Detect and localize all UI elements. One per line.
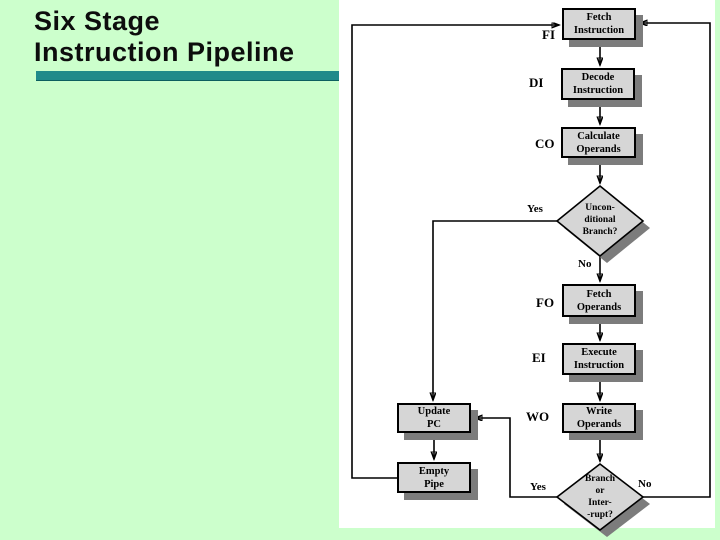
branch-interrupt-no-label: No: [638, 478, 652, 490]
flowchart-panel: [339, 0, 715, 528]
stage-label-fo: FO: [536, 295, 555, 310]
branch-interrupt-diamond-label: Branch or Inter- -rupt?: [584, 474, 616, 520]
box-calculate-operands: Calculate Operands: [561, 127, 636, 158]
loop-branchno-to-fetch: [640, 23, 711, 498]
title-underline-bar: [36, 71, 346, 81]
uncond-branch-diamond: [555, 184, 645, 258]
box-empty-pipe: Empty Pipe: [397, 462, 471, 493]
uncond-branch-diamond-label: Uncon- ditional Branch?: [582, 203, 618, 237]
path-branch-yes-to-updatepc: [475, 418, 557, 498]
branch-interrupt-yes-label: Yes: [530, 481, 546, 493]
box-write-operands: Write Operands: [562, 403, 636, 433]
stage-label-ei: EI: [532, 350, 546, 365]
box-fetch-operands: Fetch Operands: [562, 284, 636, 317]
page-title: Six Stage Instruction Pipeline: [34, 6, 354, 68]
uncond-branch-no-label: No: [578, 258, 592, 270]
box-update-pc: Update PC: [397, 403, 471, 433]
stage-label-wo: WO: [526, 409, 550, 424]
stage-label-co: CO: [535, 136, 555, 151]
path-uncond-yes-to-updatepc: [433, 220, 557, 400]
box-execute-instruction: Execute Instruction: [562, 343, 636, 375]
box-fetch-instruction: Fetch Instruction: [562, 8, 636, 40]
title-line-1: Six Stage: [34, 6, 161, 36]
uncond-branch-yes-label: Yes: [527, 203, 543, 215]
stage-label-di: DI: [529, 75, 544, 90]
loop-emptypipe-to-fetch: [351, 25, 559, 479]
branch-interrupt-diamond: [555, 462, 645, 532]
title-line-2: Instruction Pipeline: [34, 37, 295, 67]
box-decode-instruction: Decode Instruction: [561, 68, 635, 100]
stage-label-fi: FI: [542, 27, 555, 42]
